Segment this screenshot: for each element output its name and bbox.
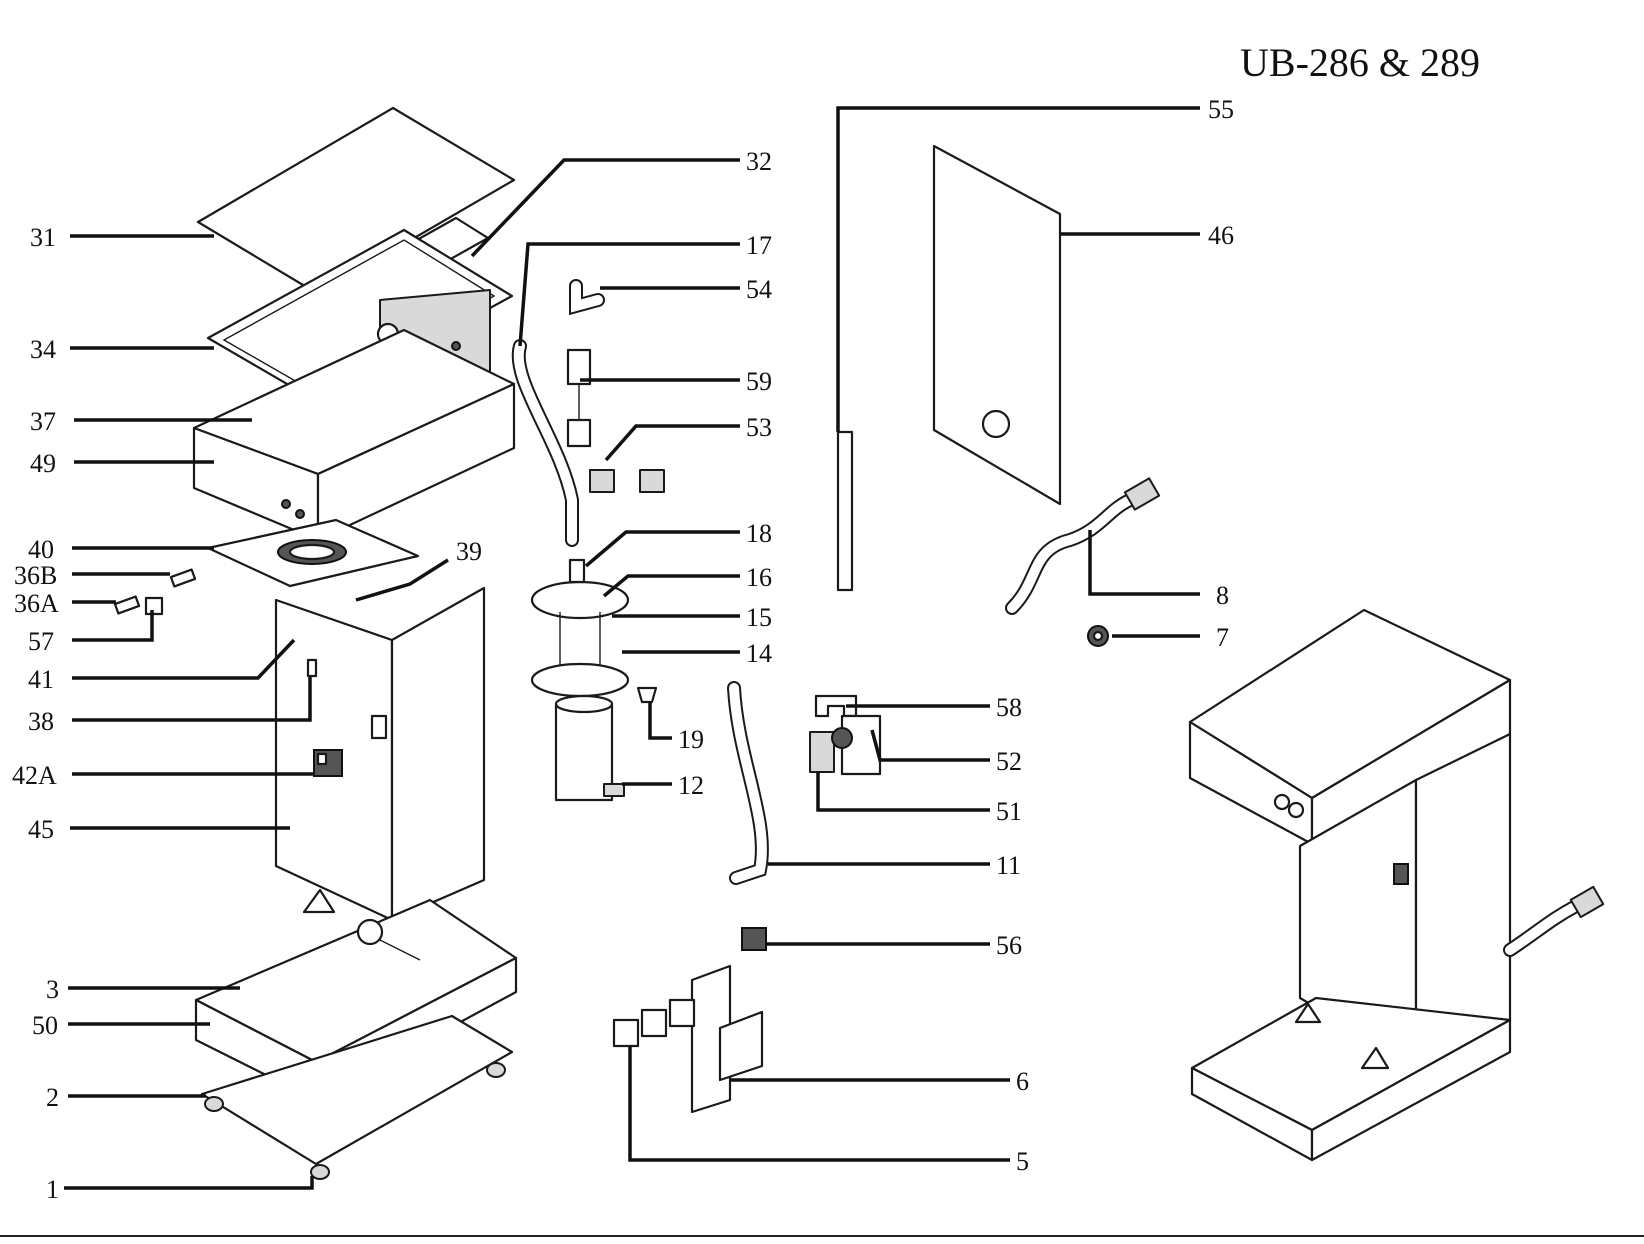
label-42A: 42A — [12, 761, 57, 790]
part-42A-switch-rocker — [318, 754, 326, 764]
part-56-switch — [742, 928, 766, 950]
leader-52 — [872, 730, 990, 760]
label-7: 7 — [1216, 623, 1229, 652]
label-55: 55 — [1208, 95, 1234, 124]
part-49-knob — [296, 510, 304, 518]
leader-19 — [650, 702, 672, 738]
part-5-relay — [642, 1010, 666, 1036]
part-53-fitting — [590, 470, 614, 492]
part-12-tank-top — [556, 696, 612, 712]
label-14: 14 — [746, 639, 772, 668]
part-5-relay — [614, 1020, 638, 1046]
label-58: 58 — [996, 693, 1022, 722]
label-34: 34 — [30, 335, 56, 364]
part-40-ring-inner — [290, 545, 334, 559]
label-37: 37 — [30, 407, 56, 436]
part-45-body-side — [392, 588, 484, 920]
label-36B: 36B — [14, 561, 57, 590]
right-parts — [934, 146, 1159, 646]
part-3-foot — [304, 890, 334, 912]
leader-57 — [72, 610, 152, 640]
leader-8 — [1090, 530, 1200, 594]
part-36B — [171, 570, 195, 587]
part-46-hole — [983, 411, 1009, 437]
part-18-fitting — [570, 560, 584, 582]
label-16: 16 — [746, 563, 772, 592]
part-46-back-panel — [934, 146, 1060, 504]
part-37-hole — [452, 342, 460, 350]
label-6: 6 — [1016, 1067, 1029, 1096]
label-46: 46 — [1208, 221, 1234, 250]
part-1-foot — [205, 1097, 223, 1111]
label-45: 45 — [28, 815, 54, 844]
part-53-fitting — [640, 470, 664, 492]
label-3: 3 — [46, 975, 59, 1004]
label-8: 8 — [1216, 581, 1229, 610]
leader-38 — [72, 676, 310, 720]
label-49: 49 — [30, 449, 56, 478]
part-19-clamp — [638, 688, 656, 702]
label-31: 31 — [30, 223, 56, 252]
part-7-strain-relief-core — [1094, 632, 1102, 640]
part-49-knob — [282, 500, 290, 508]
leader-41 — [72, 640, 294, 678]
label-41: 41 — [28, 665, 54, 694]
label-38: 38 — [28, 707, 54, 736]
label-19: 19 — [678, 725, 704, 754]
diagram-title: UB-286 & 289 — [1240, 40, 1480, 85]
label-2: 2 — [46, 1083, 59, 1112]
part-59-valve-bottom — [568, 420, 590, 446]
label-57: 57 — [28, 627, 54, 656]
label-17: 17 — [746, 231, 772, 260]
label-50: 50 — [32, 1011, 58, 1040]
left-assembly — [115, 108, 516, 1179]
label-5: 5 — [1016, 1147, 1029, 1176]
label-54: 54 — [746, 275, 772, 304]
part-55-rod — [838, 432, 852, 590]
part-5-relay — [670, 1000, 694, 1026]
leader-18 — [586, 532, 740, 566]
part-45-window — [372, 716, 386, 738]
part-57-fitting — [146, 598, 162, 614]
assembled-unit — [1190, 610, 1603, 1160]
leader-5 — [630, 1046, 1010, 1160]
part-36A — [115, 597, 139, 614]
label-51: 51 — [996, 797, 1022, 826]
part-12-drain — [604, 784, 624, 796]
label-36A: 36A — [14, 589, 59, 618]
label-52: 52 — [996, 747, 1022, 776]
center-assembly — [519, 286, 880, 1112]
label-32: 32 — [746, 147, 772, 176]
label-12: 12 — [678, 771, 704, 800]
leader-1 — [64, 1176, 312, 1188]
leader-53 — [606, 426, 740, 460]
label-15: 15 — [746, 603, 772, 632]
label-39: 39 — [456, 537, 482, 566]
label-11: 11 — [996, 851, 1021, 880]
leader-32 — [472, 160, 740, 256]
part-14-gasket — [532, 664, 628, 696]
leader-17 — [520, 244, 740, 346]
part-1-foot — [487, 1063, 505, 1077]
part-38-pin — [308, 660, 316, 676]
label-59: 59 — [746, 367, 772, 396]
label-56: 56 — [996, 931, 1022, 960]
part-3-hole — [358, 920, 382, 944]
label-18: 18 — [746, 519, 772, 548]
assembled-knob — [1275, 795, 1289, 809]
assembled-knob — [1289, 803, 1303, 817]
leader-51 — [818, 772, 990, 810]
part-51-solenoid — [810, 732, 834, 772]
label-1: 1 — [46, 1175, 59, 1204]
assembled-switch-icon — [1394, 864, 1408, 884]
label-40: 40 — [28, 535, 54, 564]
part-51-coil — [832, 728, 852, 748]
label-53: 53 — [746, 413, 772, 442]
